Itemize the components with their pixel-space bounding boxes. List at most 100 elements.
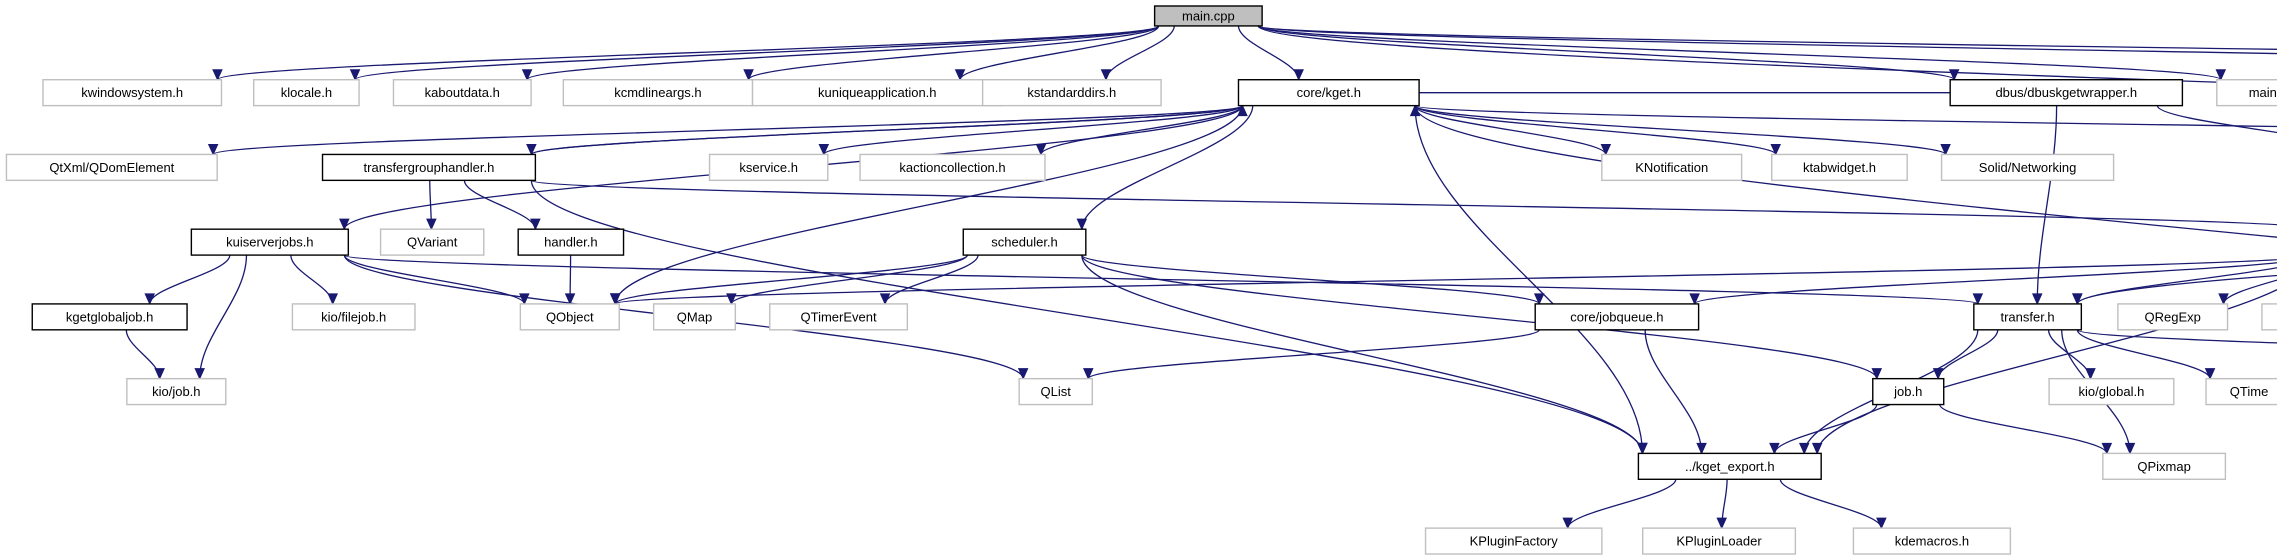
graph-node-kpluginfactory: KPluginFactory xyxy=(1424,527,1603,555)
node-box xyxy=(291,303,416,331)
graph-node-transfer[interactable]: transfer.h xyxy=(1973,303,2083,331)
arrowhead-icon xyxy=(818,143,830,156)
arrowhead-icon xyxy=(1600,143,1612,156)
node-label: core/kget.h xyxy=(1297,85,1361,100)
graph-node-qtime: QTime xyxy=(2205,377,2277,406)
node-box xyxy=(1949,79,2184,107)
graph-node-kuiserverjobs[interactable]: kuiserverjobs.h xyxy=(190,228,350,256)
edge-scheduler-to-jobqueue xyxy=(1081,254,1540,305)
edge-kget-to-knotification xyxy=(1413,105,1607,155)
edge-main-to-settings xyxy=(1257,25,2277,55)
node-label: kservice.h xyxy=(739,160,798,175)
graph-node-scheduler[interactable]: scheduler.h xyxy=(962,228,1087,256)
edge-dbuskgetwrapper-to-qvariantmap xyxy=(2156,105,2277,134)
node-label: ktabwidget.h xyxy=(1803,160,1876,175)
arrowhead-icon xyxy=(207,143,219,156)
graph-node-transfergrouphandler[interactable]: transfergrouphandler.h xyxy=(321,153,537,182)
node-label: kaboutdata.h xyxy=(425,85,500,100)
graph-node-kiojob: kio/job.h xyxy=(126,377,227,406)
edge-kgetexport-to-kdemacros xyxy=(1779,479,1883,529)
node-label: QTimerEvent xyxy=(801,309,877,324)
node-label: kio/global.h xyxy=(2079,384,2145,399)
edge-main-to-kwindowsystem xyxy=(216,25,1160,81)
graph-node-main[interactable]: main.cpp xyxy=(1153,5,1263,27)
arrowhead-icon xyxy=(1940,143,1951,156)
node-label: KNotification xyxy=(1635,160,1708,175)
edge-transfer-to-qtime xyxy=(2076,329,2211,379)
graph-node-kgetexport[interactable]: ../kget_export.h xyxy=(1637,452,1822,480)
graph-node-qobject: QObject xyxy=(519,303,620,331)
node-box xyxy=(751,79,1003,107)
arrowhead-icon xyxy=(1871,368,1883,380)
node-label: transfer.h xyxy=(2000,309,2054,324)
node-label: kuiserverjobs.h xyxy=(226,235,313,250)
arrowhead-icon xyxy=(2204,368,2216,380)
arrowhead-icon xyxy=(519,293,530,306)
graph-node-kaboutdata: kaboutdata.h xyxy=(392,79,532,107)
edge-main-to-mainwindow xyxy=(1257,25,2277,86)
node-box xyxy=(652,303,737,331)
edge-scheduler-to-qobject xyxy=(614,254,968,305)
arrowhead-icon xyxy=(1696,442,1707,455)
arrowhead-icon xyxy=(349,69,361,81)
graph-node-qvariant: QVariant xyxy=(379,228,485,256)
arrowhead-icon xyxy=(212,69,223,81)
edge-transfergrouphandler-to-handler xyxy=(463,180,537,230)
node-label: KPluginFactory xyxy=(1470,534,1559,549)
arrowhead-icon xyxy=(1716,517,1727,530)
graph-node-kwindowsystem: kwindowsystem.h xyxy=(42,79,223,107)
graph-node-kgetglobaljob[interactable]: kgetglobaljob.h xyxy=(31,303,188,331)
arrowhead-icon xyxy=(339,218,350,231)
node-box xyxy=(1940,153,2115,182)
node-box xyxy=(5,153,218,182)
node-label: job.h xyxy=(1893,384,1922,399)
arrowhead-icon xyxy=(2031,293,2043,306)
node-box xyxy=(2102,452,2227,480)
edge-main-to-dbuskgetwrapper xyxy=(1257,25,1955,81)
arrowhead-icon xyxy=(1035,143,1047,156)
graph-node-dbuskgetwrapper[interactable]: dbus/dbuskgetwrapper.h xyxy=(1949,79,2184,107)
edge-kget-to-kservice xyxy=(823,105,1244,156)
node-box xyxy=(562,79,754,107)
node-label: QRegExp xyxy=(2145,309,2201,324)
arrowhead-icon xyxy=(327,293,339,306)
node-box xyxy=(1424,527,1603,555)
node-box xyxy=(190,228,350,256)
node-box xyxy=(769,303,909,331)
node-box xyxy=(1973,303,2083,331)
graph-node-qregexp: QRegExp xyxy=(2117,303,2229,331)
arrowhead-icon xyxy=(1533,293,1545,306)
arrowhead-icon xyxy=(144,293,155,306)
node-label: QtXml/QDomElement xyxy=(49,160,174,175)
arrowhead-icon xyxy=(1798,442,1810,455)
graph-node-jobqueue[interactable]: core/jobqueue.h xyxy=(1534,303,1700,331)
graph-node-handler[interactable]: handler.h xyxy=(517,228,625,256)
node-box xyxy=(859,153,1046,182)
node-box xyxy=(2205,377,2277,406)
node-box xyxy=(1153,5,1263,27)
node-box xyxy=(2216,79,2277,107)
node-box xyxy=(1637,452,1822,480)
node-label: mainadaptor.h xyxy=(2249,85,2277,100)
arrowhead-icon xyxy=(2101,442,2113,455)
edge-kget-to-kgetexport xyxy=(1414,105,1644,454)
arrowhead-icon xyxy=(521,69,533,81)
arrowhead-icon xyxy=(1076,218,1088,231)
arrowhead-icon xyxy=(2124,442,2136,455)
node-label: KPluginLoader xyxy=(1676,534,1762,549)
node-label: QTime xyxy=(2230,384,2269,399)
arrowhead-icon xyxy=(2215,69,2227,81)
node-label: QMap xyxy=(677,309,712,324)
edge-kuiserverjobs-to-kgetglobaljob xyxy=(149,254,231,305)
node-box xyxy=(42,79,223,107)
graph-node-job[interactable]: job.h xyxy=(1872,377,1945,406)
edge-scheduler-to-job xyxy=(1081,254,1878,379)
edge-kget-to-kurlh xyxy=(1414,105,2277,238)
edge-transfer-to-job xyxy=(1937,329,1999,379)
graph-node-qmap: QMap xyxy=(652,303,737,331)
node-box xyxy=(392,79,532,107)
node-box xyxy=(2261,303,2277,331)
arrowhead-icon xyxy=(1811,442,1823,455)
edge-transfer-to-kurlh xyxy=(2076,329,2277,344)
graph-node-kget[interactable]: core/kget.h xyxy=(1237,79,1420,107)
